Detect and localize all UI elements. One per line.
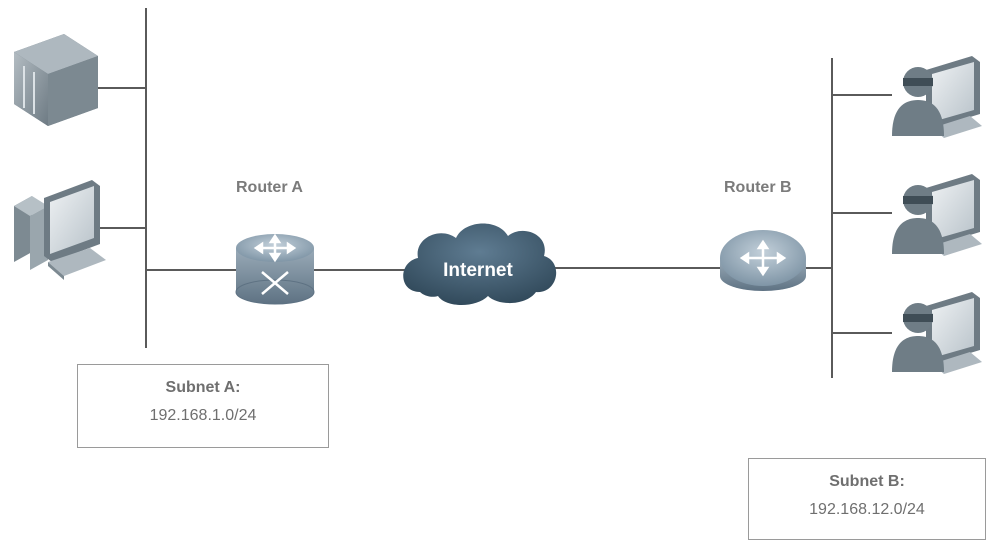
user-workstation-icon (892, 174, 982, 256)
user-workstation-icon (892, 292, 982, 374)
user-workstation-icon (892, 56, 982, 138)
router-b-label: Router B (724, 179, 792, 196)
subnet-a-network: 192.168.1.0/24 (149, 407, 257, 424)
subnet-b-network: 192.168.12.0/24 (809, 501, 925, 518)
desktop-pc-icon (14, 180, 106, 280)
router-b-icon (720, 230, 806, 291)
cloud-label: Internet (443, 260, 513, 281)
connection-lines (96, 8, 892, 378)
subnet-b-box: Subnet B: 192.168.12.0/24 (748, 458, 986, 540)
internet-cloud-icon: Internet (403, 223, 557, 305)
subnet-a-name: Subnet A: (165, 379, 241, 396)
subnet-b-name: Subnet B: (829, 473, 905, 490)
router-a-icon (235, 233, 315, 305)
subnet-a-box: Subnet A: 192.168.1.0/24 (77, 364, 329, 448)
router-a-label: Router A (236, 179, 303, 196)
server-icon (14, 34, 98, 126)
